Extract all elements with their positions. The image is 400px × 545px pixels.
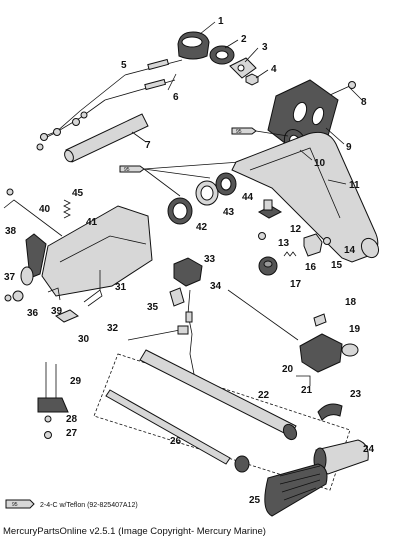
svg-text:95: 95 [124, 167, 130, 173]
part-18-clip [313, 313, 327, 327]
part-12-bracket [257, 199, 283, 219]
part-33-switch [173, 257, 203, 287]
callout-24: 24 [363, 444, 375, 455]
part-26-cable [105, 389, 250, 473]
callout-3: 3 [262, 42, 268, 53]
part-28-screw [44, 415, 52, 423]
callout-38: 38 [5, 226, 17, 237]
callout-20: 20 [282, 364, 294, 375]
callout-19: 19 [349, 324, 361, 335]
callout-22: 22 [258, 390, 270, 401]
callout-4: 4 [271, 64, 277, 75]
part-42-seal [167, 197, 193, 225]
callout-33: 33 [204, 254, 216, 265]
callout-40: 40 [39, 204, 51, 215]
callout-23: 23 [350, 389, 362, 400]
callout-34: 34 [210, 281, 222, 292]
callout-36: 36 [27, 308, 39, 319]
part-11-tiller-arm [231, 131, 380, 263]
callout-8: 8 [361, 97, 367, 108]
callout-35: 35 [147, 302, 159, 313]
callout-13: 13 [278, 238, 290, 249]
callout-44: 44 [242, 192, 254, 203]
part-45-spring [63, 199, 71, 219]
cable-ends [36, 111, 88, 151]
callout-41: 41 [86, 217, 98, 228]
callout-45: 45 [72, 188, 84, 199]
callout-39: 39 [51, 306, 63, 317]
callout-labels: 1 2 3 4 5 6 7 8 9 10 11 12 13 14 15 16 1… [4, 16, 375, 506]
callout-31: 31 [115, 282, 127, 293]
legend-text: 2-4-C w/Teflon (92-825407A12) [40, 502, 138, 509]
sealant-tag-middle: 95 [119, 161, 241, 197]
callout-11: 11 [349, 180, 360, 191]
callout-15: 15 [331, 260, 343, 271]
part-40-rod [3, 188, 63, 237]
callout-32: 32 [107, 323, 119, 334]
part-3-plate [229, 57, 257, 79]
callout-6: 6 [173, 92, 179, 103]
callout-43: 43 [223, 207, 235, 218]
part-8-screw [329, 81, 356, 96]
part-23-ring [317, 403, 343, 421]
sealant-tag-upper: 95 [231, 127, 289, 137]
part-17-knob [258, 256, 278, 276]
part-29-switch [37, 362, 69, 413]
part-15-block [303, 233, 323, 257]
part-16-spring [283, 251, 297, 257]
callout-16: 16 [305, 262, 317, 273]
part-39-clip [47, 287, 61, 301]
part-5-cable [46, 58, 183, 138]
leader-lines [131, 21, 363, 185]
callout-37: 37 [4, 272, 16, 283]
callout-5: 5 [121, 60, 127, 71]
part-4-nut [245, 73, 259, 86]
svg-text:95: 95 [236, 129, 242, 135]
callout-30: 30 [78, 334, 90, 345]
assembly-boundary [93, 353, 351, 491]
callout-28: 28 [66, 414, 78, 425]
callout-1: 1 [218, 16, 224, 27]
part-2-ring [209, 45, 235, 65]
callout-26: 26 [170, 436, 182, 447]
part-44-ring [215, 172, 237, 196]
part-6-cable [39, 78, 176, 139]
part-36-washer [4, 290, 24, 302]
part-1-cover [177, 31, 210, 60]
part-41-bracket [41, 205, 153, 297]
callout-2: 2 [241, 34, 247, 45]
callout-10: 10 [314, 158, 326, 169]
callout-14: 14 [344, 245, 356, 256]
part-37-bushing [20, 266, 34, 286]
part-30-pin [55, 309, 79, 323]
part-32-bolt [127, 325, 189, 341]
part-31-bracket [83, 289, 103, 307]
part-13-screw [258, 232, 266, 240]
legend-tag: 95 [12, 502, 18, 508]
part-7-sleeve [64, 113, 149, 163]
part-25-handle [264, 463, 328, 517]
part-22-shaft [139, 349, 298, 441]
callout-17: 17 [290, 279, 302, 290]
callout-25: 25 [249, 495, 261, 506]
part-35-bracket [169, 287, 185, 307]
sealant-legend: 95 2-4-C w/Teflon (92-825407A12) [5, 499, 138, 509]
part-14-nut [323, 237, 331, 245]
part-34-lead [185, 289, 195, 375]
part-43-bushing [195, 180, 219, 206]
part-27-washer [44, 431, 52, 439]
callout-9: 9 [346, 142, 352, 153]
callout-21: 21 [301, 385, 313, 396]
part-19-housing [227, 289, 359, 373]
callout-7: 7 [145, 140, 151, 151]
callout-12: 12 [290, 224, 302, 235]
callout-27: 27 [66, 428, 78, 439]
footer-caption: MercuryPartsOnline v2.5.1 (Image Copyrig… [3, 526, 266, 537]
callout-18: 18 [345, 297, 357, 308]
part-21-bracket [296, 375, 311, 386]
callout-42: 42 [196, 222, 208, 233]
callout-29: 29 [70, 376, 82, 387]
